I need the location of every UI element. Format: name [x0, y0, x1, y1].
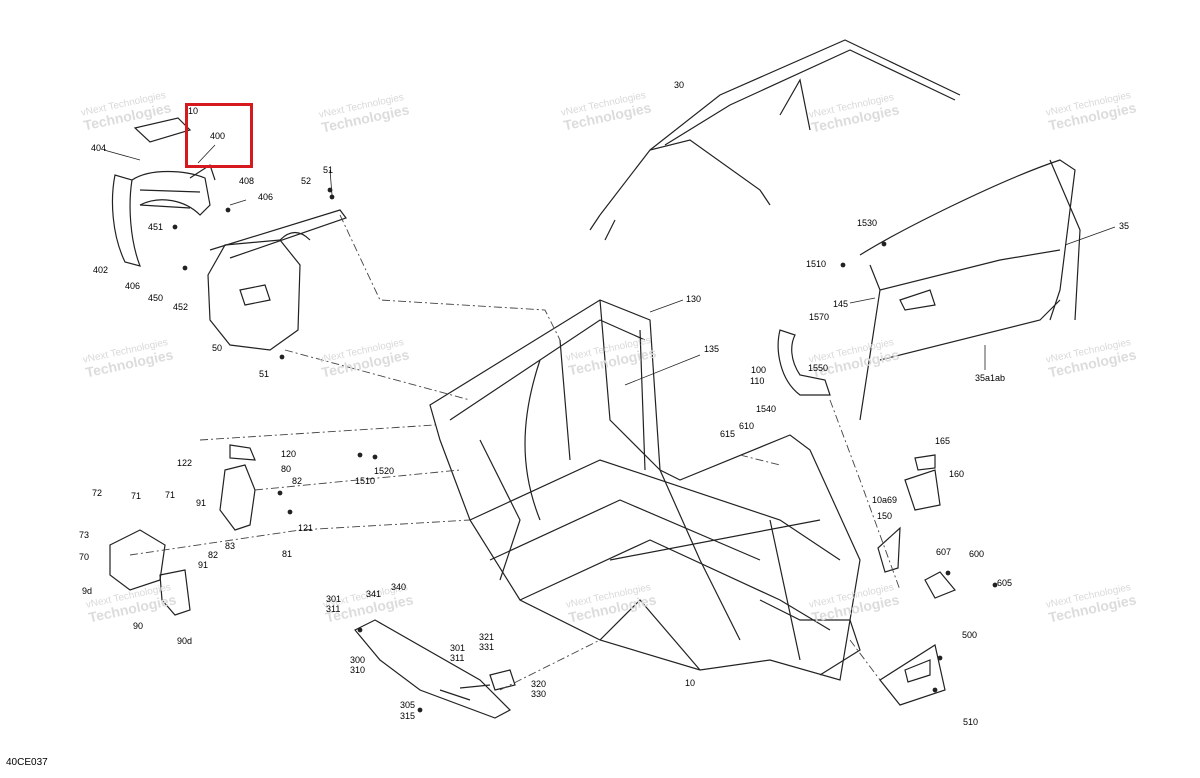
part-label-600[interactable]: 600: [969, 549, 985, 559]
part-label-110[interactable]: 110: [750, 376, 765, 386]
highlight-box-part-400[interactable]: [185, 103, 253, 168]
part-label-311[interactable]: 311: [326, 604, 341, 614]
part-label-315[interactable]: 315: [400, 711, 416, 721]
part-label-9d[interactable]: 9d: [82, 586, 93, 596]
part-label-1530[interactable]: 1530: [857, 218, 878, 228]
part-label-30[interactable]: 30: [674, 80, 685, 90]
part-label-10a69[interactable]: 10a69: [872, 495, 898, 505]
part-label-10[interactable]: 10: [685, 678, 696, 688]
part-label-452[interactable]: 452: [173, 302, 189, 312]
right-bracket-part: [877, 454, 956, 706]
part-label-130[interactable]: 130: [686, 294, 702, 304]
part-label-331[interactable]: 331: [479, 642, 495, 652]
part-label-100[interactable]: 100: [751, 365, 767, 375]
part-label-165[interactable]: 165: [935, 436, 951, 446]
part-label-135[interactable]: 135: [704, 344, 720, 354]
part-label-1510[interactable]: 1510: [806, 259, 827, 269]
part-label-330[interactable]: 330: [531, 689, 547, 699]
part-label-71[interactable]: 71: [165, 490, 176, 500]
part-label-1520[interactable]: 1520: [374, 466, 395, 476]
part-label-160[interactable]: 160: [949, 469, 965, 479]
part-label-1550[interactable]: 1550: [808, 363, 829, 373]
part-label-145[interactable]: 145: [833, 299, 849, 309]
part-label-80[interactable]: 80: [281, 464, 292, 474]
part-label-91[interactable]: 91: [196, 498, 207, 508]
roll-cage-part: [589, 39, 1081, 421]
part-label-1570[interactable]: 1570: [809, 312, 830, 322]
part-label-311[interactable]: 311: [450, 653, 465, 663]
part-label-81[interactable]: 81: [282, 549, 293, 559]
part-label-1540[interactable]: 1540: [756, 404, 777, 414]
part-label-72[interactable]: 72: [92, 488, 103, 498]
part-label-82[interactable]: 82: [208, 550, 219, 560]
part-label-450[interactable]: 450: [148, 293, 164, 303]
part-label-340[interactable]: 340: [391, 582, 407, 592]
part-label-90[interactable]: 90: [133, 621, 144, 631]
part-label-615[interactable]: 615: [720, 429, 736, 439]
part-label-10[interactable]: 10: [188, 106, 199, 116]
part-label-121[interactable]: 121: [298, 523, 314, 533]
part-label-408[interactable]: 408: [239, 176, 255, 186]
part-label-341[interactable]: 341: [366, 589, 382, 599]
part-label-610[interactable]: 610: [739, 421, 755, 431]
part-label-300[interactable]: 300: [350, 655, 366, 665]
part-label-451[interactable]: 451: [148, 222, 164, 232]
main-frame-part: [429, 299, 861, 681]
part-label-310[interactable]: 310: [350, 665, 366, 675]
part-label-301[interactable]: 301: [326, 594, 342, 604]
front-skid-part: [207, 209, 347, 351]
part-label-150[interactable]: 150: [877, 511, 893, 521]
part-label-91[interactable]: 91: [198, 560, 209, 570]
part-label-73[interactable]: 73: [79, 530, 90, 540]
part-label-83[interactable]: 83: [225, 541, 236, 551]
part-label-71[interactable]: 71: [131, 491, 142, 501]
part-label-70[interactable]: 70: [79, 552, 90, 562]
part-label-52[interactable]: 52: [301, 176, 312, 186]
skid-plate-part: [354, 619, 516, 719]
part-label-122[interactable]: 122: [177, 458, 193, 468]
part-label-406[interactable]: 406: [125, 281, 141, 291]
part-label-400[interactable]: 400: [210, 131, 226, 141]
part-label-605[interactable]: 605: [997, 578, 1013, 588]
part-label-305[interactable]: 305: [400, 700, 416, 710]
part-label-1510[interactable]: 1510: [355, 476, 376, 486]
part-label-51[interactable]: 51: [259, 369, 270, 379]
part-label-35a1ab[interactable]: 35a1ab: [975, 373, 1006, 383]
part-label-406[interactable]: 406: [258, 192, 274, 202]
part-label-82[interactable]: 82: [292, 476, 303, 486]
part-label-320[interactable]: 320: [531, 679, 547, 689]
part-label-402[interactable]: 402: [93, 265, 109, 275]
part-label-50[interactable]: 50: [212, 343, 223, 353]
part-label-607[interactable]: 607: [936, 547, 952, 557]
part-label-90d[interactable]: 90d: [177, 636, 193, 646]
part-label-500[interactable]: 500: [962, 630, 978, 640]
part-label-51[interactable]: 51: [323, 165, 334, 175]
part-label-321[interactable]: 321: [479, 632, 495, 642]
part-label-510[interactable]: 510: [963, 717, 979, 727]
part-label-35[interactable]: 35: [1119, 221, 1130, 231]
diagram-reference-code: 40CE037: [6, 757, 48, 768]
part-label-404[interactable]: 404: [91, 143, 107, 153]
part-label-301[interactable]: 301: [450, 643, 466, 653]
side-bracket-part: [109, 444, 256, 616]
part-label-120[interactable]: 120: [281, 449, 297, 459]
